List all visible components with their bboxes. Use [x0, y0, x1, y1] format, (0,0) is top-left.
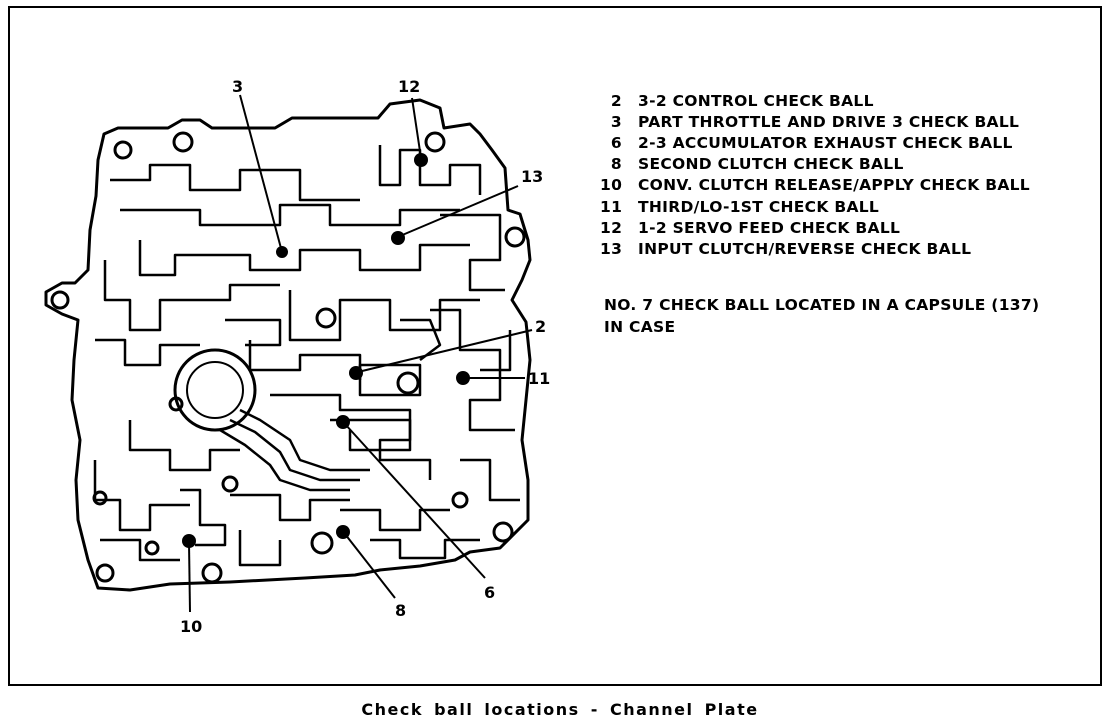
mount-hole — [504, 226, 526, 248]
check-ball-12 — [414, 153, 428, 167]
legend-row: 13 INPUT CLUTCH/REVERSE CHECK BALL — [600, 238, 1080, 259]
legend-number: 6 — [610, 133, 622, 152]
legend-text: THIRD/LO-1ST CHECK BALL — [638, 197, 880, 216]
leader-10 — [188, 542, 191, 613]
mount-hole — [315, 307, 337, 329]
legend-row: 10 CONV. CLUTCH RELEASE/APPLY CHECK BALL — [600, 175, 1080, 196]
figure-frame — [8, 6, 1102, 686]
main-bore — [173, 348, 257, 432]
check-ball-11 — [456, 371, 470, 385]
mount-hole — [492, 521, 514, 543]
mount-hole — [168, 396, 184, 412]
legend-number: 10 — [600, 176, 623, 195]
legend-row: 6 2-3 ACCUMULATOR EXHAUST CHECK BALL — [600, 132, 1080, 153]
mount-hole — [172, 131, 194, 153]
check-ball-legend: 2 3-2 CONTROL CHECK BALL 3 PART THROTTLE… — [600, 90, 1080, 260]
leader-8 — [344, 533, 396, 599]
legend-text: CONV. CLUTCH RELEASE/APPLY CHECK BALL — [638, 176, 1030, 195]
legend-row: 8 SECOND CLUTCH CHECK BALL — [600, 154, 1080, 175]
check-ball-10 — [182, 534, 196, 548]
leader-13 — [399, 185, 519, 237]
channel-passages — [93, 145, 520, 567]
leader-6 — [344, 423, 486, 579]
leader-3 — [239, 94, 283, 253]
callout-label-8: 8 — [395, 601, 406, 620]
leader-2 — [357, 329, 533, 373]
legend-number: 3 — [610, 112, 622, 131]
callout-label-11: 11 — [528, 369, 550, 388]
legend-number: 12 — [600, 218, 623, 237]
mount-hole — [113, 140, 133, 160]
legend-text: 2-3 ACCUMULATOR EXHAUST CHECK BALL — [638, 133, 1013, 152]
leader-lines — [188, 94, 533, 613]
legend-number: 13 — [600, 239, 623, 258]
mount-hole — [50, 290, 70, 310]
legend-text: 3-2 CONTROL CHECK BALL — [638, 91, 874, 110]
check-ball-13 — [391, 231, 405, 245]
leader-12 — [411, 97, 422, 159]
mount-hole — [221, 475, 239, 493]
note-line-2: IN CASE — [604, 318, 676, 336]
legend-text: SECOND CLUTCH CHECK BALL — [638, 155, 904, 174]
mount-hole — [310, 531, 334, 555]
callout-label-13: 13 — [521, 167, 543, 186]
note-line-1: NO. 7 CHECK BALL LOCATED IN A CAPSULE (1… — [604, 296, 1040, 314]
legend-row: 11 THIRD/LO-1ST CHECK BALL — [600, 196, 1080, 217]
mount-hole — [424, 131, 446, 153]
mount-hole — [396, 371, 420, 395]
figure-caption: Check ball locations - Channel Plate — [361, 700, 759, 719]
check-ball-2 — [349, 366, 363, 380]
legend-row: 2 3-2 CONTROL CHECK BALL — [600, 90, 1080, 111]
legend-text: INPUT CLUTCH/REVERSE CHECK BALL — [638, 239, 972, 258]
legend-text: PART THROTTLE AND DRIVE 3 CHECK BALL — [638, 112, 1020, 131]
legend-number: 2 — [610, 91, 622, 110]
mount-hole — [144, 540, 160, 556]
mount-hole — [95, 563, 115, 583]
legend-text: 1-2 SERVO FEED CHECK BALL — [638, 218, 901, 237]
legend-number: 11 — [600, 197, 623, 216]
legend-row: 12 1-2 SERVO FEED CHECK BALL — [600, 217, 1080, 238]
callout-label-3: 3 — [232, 77, 243, 96]
callout-label-2: 2 — [535, 317, 546, 336]
callout-label-6: 6 — [484, 583, 495, 602]
legend-number: 8 — [610, 155, 622, 174]
mount-hole — [451, 491, 469, 509]
mount-hole — [201, 562, 223, 584]
plate-outline — [44, 98, 532, 592]
legend-row: 3 PART THROTTLE AND DRIVE 3 CHECK BALL — [600, 111, 1080, 132]
callout-label-10: 10 — [180, 617, 202, 636]
capsule-note: NO. 7 CHECK BALL LOCATED IN A CAPSULE (1… — [604, 294, 1084, 338]
callout-label-12: 12 — [398, 77, 420, 96]
